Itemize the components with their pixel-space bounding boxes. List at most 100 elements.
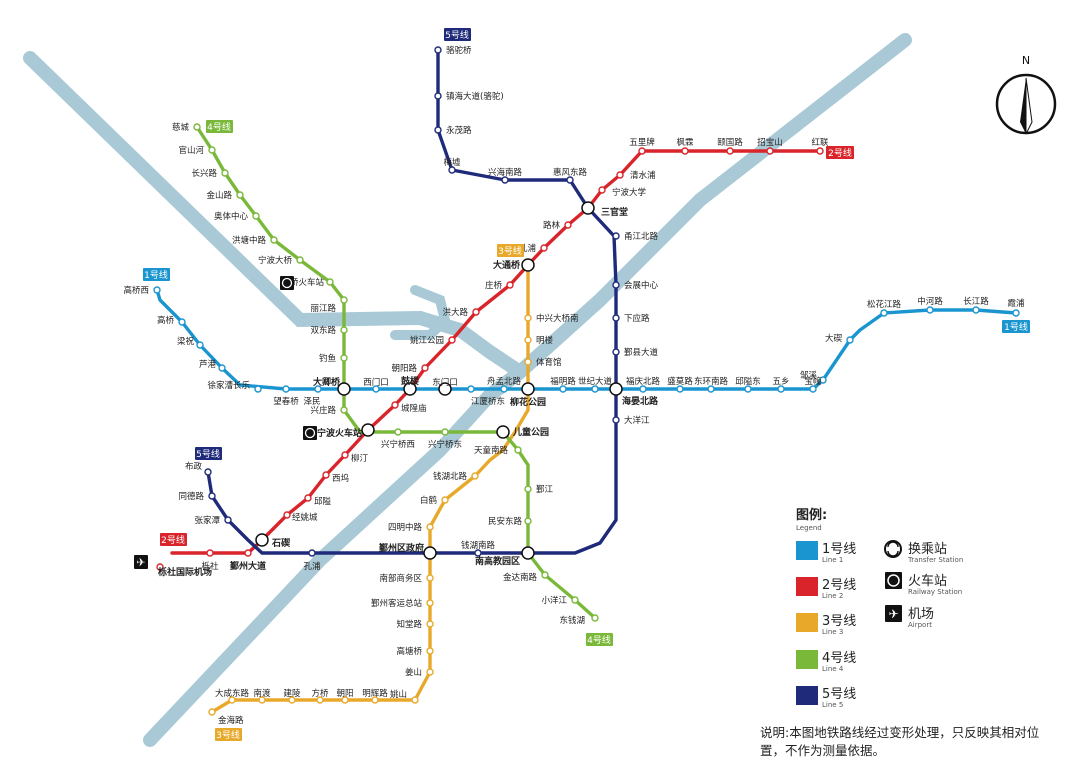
legend-item-transfer: 换乘站 Transfer Station <box>884 540 963 564</box>
station-label: 天童南路 <box>474 445 509 456</box>
station-label: 南渡 <box>253 688 271 699</box>
legend-line4-label: 4号线 <box>822 651 856 666</box>
station-label: 梅墟 <box>443 157 461 168</box>
station-label: 姜山 <box>405 667 422 678</box>
station-marker <box>506 281 514 289</box>
station-label: 鄞州区政府 <box>379 542 424 554</box>
station-label: 方桥 <box>311 688 329 699</box>
station-label: 江厦桥东 <box>471 396 505 407</box>
station-marker <box>926 306 934 314</box>
airport-icon <box>885 605 902 622</box>
station-label: 经姚城 <box>292 512 318 523</box>
station-label: 丽江路 <box>310 303 336 314</box>
station-label: 奥体中心 <box>214 211 249 222</box>
line-4-badge-label: 4号线 <box>587 634 611 646</box>
station-marker <box>218 364 226 372</box>
station-marker <box>283 511 291 519</box>
transfer-icon <box>884 540 902 558</box>
station-marker <box>540 244 548 252</box>
legend-item-railway: 火车站 Railway Station <box>885 572 962 596</box>
legend-line2-label: 2号线 <box>822 578 856 593</box>
station-marker <box>426 668 434 676</box>
station-label: 鄞江 <box>536 484 554 495</box>
line-4-badge-top: 4号线 <box>206 120 233 133</box>
station-label: 盛莫路 <box>667 376 693 387</box>
station-label: 四明中路 <box>388 522 423 533</box>
line-1-badge-label: 1号线 <box>1004 321 1028 333</box>
station-label: 官山河 <box>178 145 204 156</box>
station-label: 海晏北路 <box>622 395 659 407</box>
station-label: 小洋江 <box>541 595 567 606</box>
station-label: 永茂路 <box>446 125 472 136</box>
station-marker <box>208 708 216 716</box>
legend-line2-en: Line 2 <box>822 592 843 600</box>
station-marker <box>340 406 348 414</box>
legend-line3-en: Line 3 <box>822 628 843 636</box>
station-marker <box>208 146 216 154</box>
station-marker <box>322 471 330 479</box>
station-label: 高塘桥 <box>396 646 422 657</box>
station-marker <box>340 296 348 304</box>
station-label: 双东路 <box>310 325 336 336</box>
station-marker <box>472 308 480 316</box>
station-label: 建陵 <box>283 688 301 699</box>
line-4-badge-bottom: 4号线 <box>586 633 613 646</box>
station-label: 民安东路 <box>488 516 523 527</box>
station-marker <box>441 428 449 436</box>
station-marker <box>676 385 684 393</box>
station-marker <box>426 647 434 655</box>
station-label: 姚江公园 <box>410 335 444 346</box>
station-label: 福明路 <box>550 376 576 387</box>
station-label: 梁祝 <box>177 336 195 347</box>
station-label: 城隍庙 <box>401 403 427 414</box>
station-marker <box>326 278 334 286</box>
station-label: 孔浦 <box>519 243 537 254</box>
station-label: 姚山 <box>390 689 407 700</box>
station-marker <box>426 620 434 628</box>
station-marker <box>744 385 752 393</box>
line-4-badge-label: 4号线 <box>207 121 231 133</box>
station-marker <box>434 46 442 54</box>
station-label: 清水浦 <box>630 170 656 181</box>
station-label: 张家潭 <box>194 515 220 526</box>
station-marker <box>638 147 646 155</box>
line-5-route <box>206 48 618 555</box>
station-marker <box>681 147 689 155</box>
station-label: 舟孟北路 <box>487 376 522 387</box>
line-1-badge-label: 1号线 <box>144 269 168 281</box>
station-marker <box>612 232 620 240</box>
transfer-station-marker <box>521 258 535 272</box>
station-marker <box>434 92 442 100</box>
line-5-badge-top: 5号线 <box>444 28 471 41</box>
legend-railway-en: Railway Station <box>908 588 962 596</box>
station-marker <box>972 306 980 314</box>
station-label: 东钱湖 <box>559 615 585 626</box>
station-marker <box>221 169 229 177</box>
legend-line5-label: 5号线 <box>822 687 856 702</box>
stations-layer <box>153 46 1020 716</box>
station-marker <box>777 385 785 393</box>
station-label: 金山路 <box>206 190 232 201</box>
station-label: 镇海大道(骆驼) <box>446 91 504 102</box>
station-marker <box>304 494 312 502</box>
station-label: 钱湖北路 <box>433 471 468 482</box>
station-label: 洪塘中路 <box>232 235 267 246</box>
line-3-badge-bottom: 3号线 <box>215 728 242 741</box>
transfer-station-marker <box>255 533 269 547</box>
station-marker <box>524 336 532 344</box>
station-marker <box>196 341 204 349</box>
station-marker <box>524 358 532 366</box>
map-disclaimer-note: 说明:本图地铁路线经过变形处理，只反映其相对位置，不作为测量依据。 <box>760 725 1040 758</box>
station-marker <box>340 326 348 334</box>
legend-line3-label: 3号线 <box>822 614 856 629</box>
station-marker <box>612 314 620 322</box>
station-label: 松花江路 <box>867 299 902 310</box>
station-marker <box>726 147 734 155</box>
line-2-badge-label: 2号线 <box>828 147 852 159</box>
station-label: 高桥 <box>157 315 175 326</box>
station-marker <box>612 281 620 289</box>
station-marker <box>340 354 348 362</box>
station-marker <box>524 485 532 493</box>
line-4-route <box>195 125 597 620</box>
